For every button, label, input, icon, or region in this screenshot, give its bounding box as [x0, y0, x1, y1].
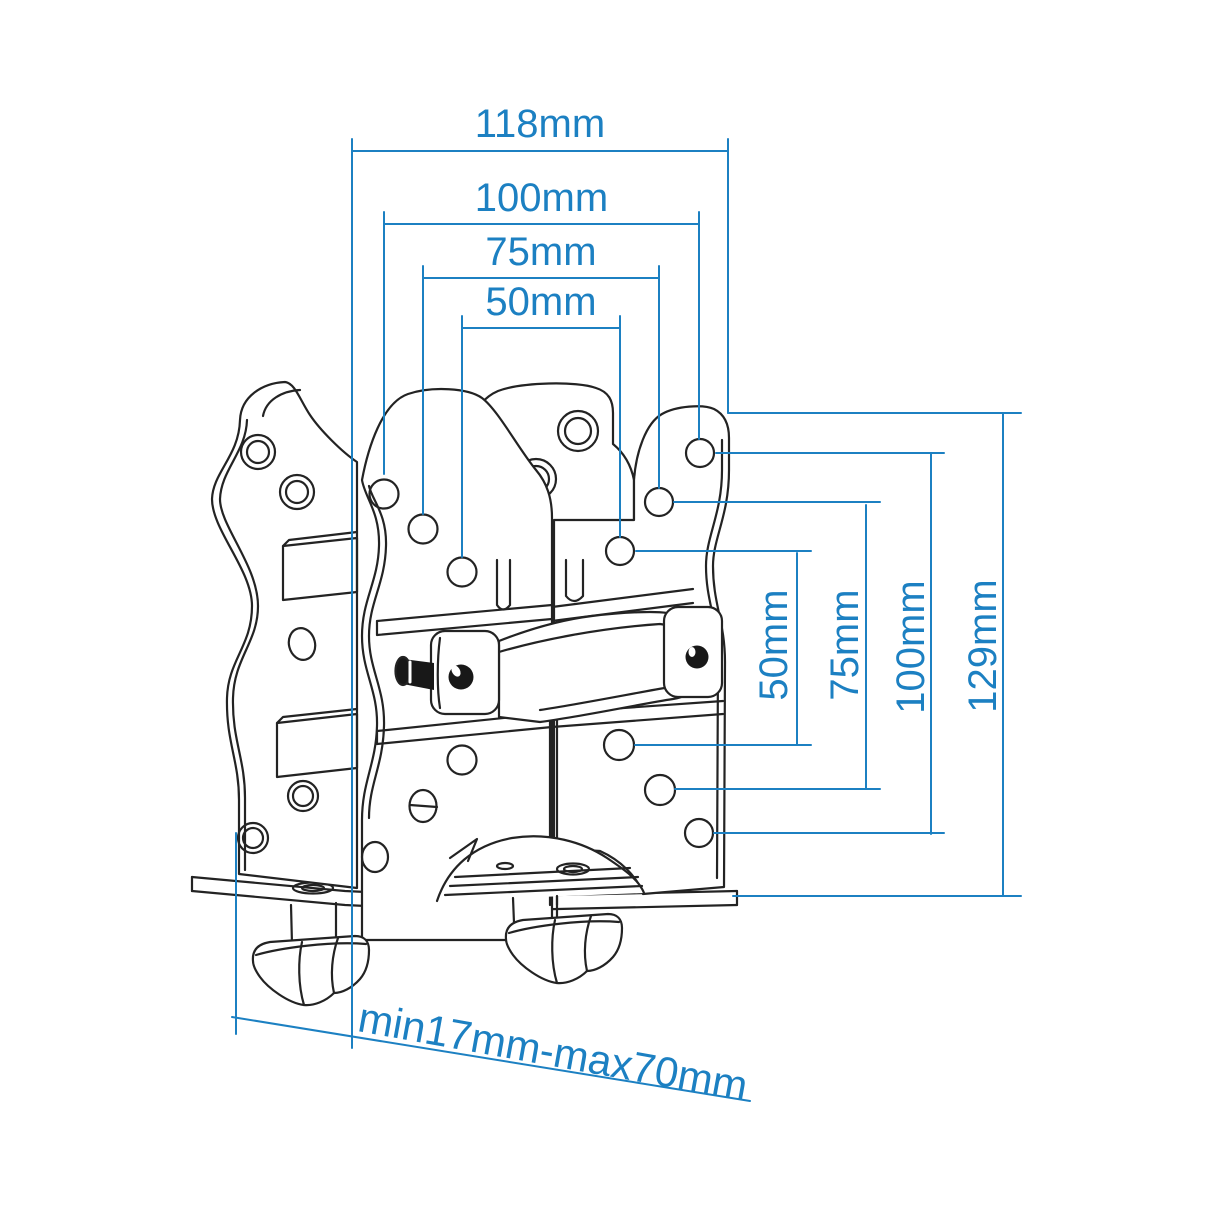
clamp-pin-right — [685, 645, 709, 669]
bracket-geometry — [190, 380, 739, 1007]
dim-label-width-50: 50mm — [485, 280, 597, 324]
dim-label-width-118: 118mm — [474, 102, 606, 146]
pc-clamp — [394, 605, 724, 724]
dim-lines-right — [796, 412, 1004, 897]
dim-label-height-50: 50mm — [752, 589, 796, 701]
vesa-plate-rear-left — [210, 380, 359, 890]
dim-label-width-100: 100mm — [474, 176, 609, 220]
dim-leaders-right — [634, 452, 945, 834]
dim-lines-top — [351, 150, 729, 329]
dim-label-width-75: 75mm — [485, 230, 597, 274]
dim-ticks-129 — [727, 412, 1022, 897]
thumb-knob-right — [504, 894, 624, 985]
dim-label-height-100: 100mm — [889, 580, 933, 714]
dim-label-height-75: 75mm — [823, 589, 867, 701]
dim-bottom — [231, 832, 751, 1102]
dimension-lines — [231, 138, 1022, 1102]
dim-extensions-top — [351, 138, 729, 1049]
bottom-dome — [435, 835, 646, 903]
dim-label-height-129: 129mm — [961, 579, 1005, 713]
thumb-knob-left — [251, 901, 371, 1007]
